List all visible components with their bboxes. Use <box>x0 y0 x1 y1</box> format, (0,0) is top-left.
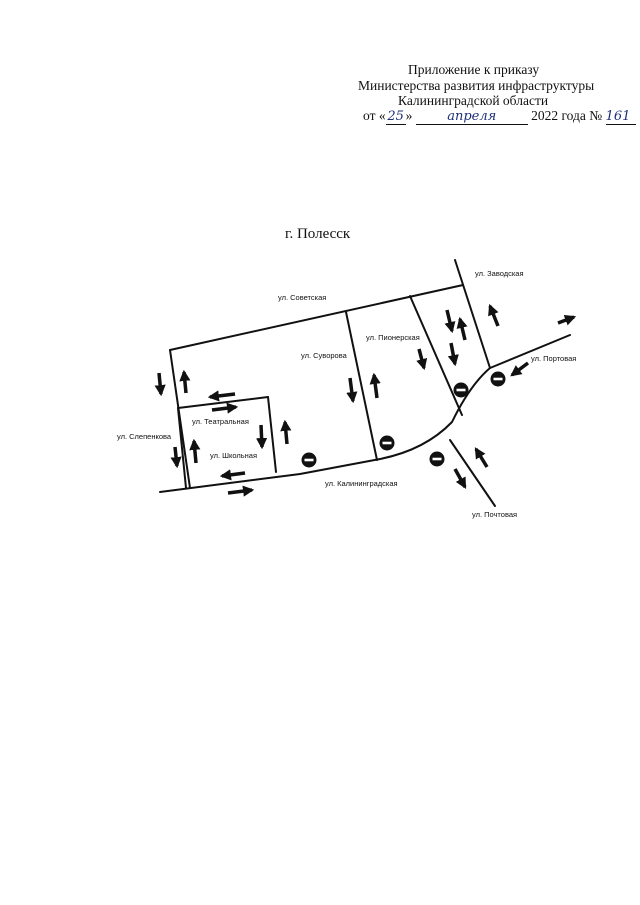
arrow <box>453 468 467 489</box>
date-year: 2022 года № <box>531 108 603 123</box>
arrow <box>179 369 191 394</box>
order-number: 161 <box>605 109 636 125</box>
arrow <box>170 446 182 469</box>
arrow <box>474 447 489 468</box>
no-entry-sign <box>453 382 469 398</box>
header-line-2: Министерства развития инфраструктуры <box>358 78 595 93</box>
road-teatralnaya-right <box>267 396 277 473</box>
label-pionerskaya: ул. Пионерская <box>366 333 420 342</box>
arrow <box>207 390 236 402</box>
arrow <box>510 361 530 377</box>
arrow <box>346 377 358 404</box>
label-slepenkova: ул. Слепенкова <box>117 432 172 441</box>
label-teatralnaya: ул. Театральная <box>192 417 249 426</box>
road-kaliningradskaya <box>159 334 571 493</box>
header-line-1: Приложение к приказу <box>408 62 540 77</box>
no-entry-sign <box>429 451 445 467</box>
arrow <box>447 342 459 367</box>
arrow <box>280 419 292 445</box>
arrow <box>416 348 428 371</box>
label-zavodskaya: ул. Заводская <box>475 269 524 278</box>
no-entry-sign <box>301 452 317 468</box>
label-pochtovaya: ул. Почтовая <box>472 510 517 519</box>
label-sovetskaya: ул. Советская <box>278 293 326 302</box>
label-suvorova: ул. Суворова <box>301 351 348 360</box>
header-date-line: от «25» апреля 2022 года № 161 <box>363 108 636 125</box>
arrow <box>219 469 246 481</box>
arrow <box>154 372 166 397</box>
road-pochtovaya <box>449 439 496 507</box>
road-pionerskaya <box>409 295 463 416</box>
label-kaliningradskaya: ул. Калининградская <box>325 479 398 488</box>
label-portovaya: ул. Портовая <box>531 354 576 363</box>
arrow <box>444 309 456 334</box>
label-shkolnaya: ул. Школьная <box>210 451 257 460</box>
arrow <box>255 424 268 450</box>
city-title: г. Полесск <box>285 226 351 242</box>
road-teatralnaya-left <box>177 407 187 489</box>
arrow <box>227 485 255 497</box>
header-line-3: Калининградской области <box>398 93 549 108</box>
date-prefix: от « <box>363 108 386 123</box>
arrow <box>456 316 468 341</box>
road-zavodskaya <box>454 259 491 369</box>
road-suvorova <box>345 311 378 461</box>
road-teatralnaya-upper <box>177 396 269 409</box>
date-day: 25 <box>385 109 406 125</box>
arrow <box>488 303 500 327</box>
no-entry-sign <box>379 435 395 451</box>
road-sovetskaya <box>169 284 464 351</box>
arrow <box>369 372 381 399</box>
date-mid: » <box>405 108 413 123</box>
no-entry-sign <box>490 371 506 387</box>
arrow <box>189 438 201 464</box>
arrow <box>211 402 239 414</box>
date-month: апреля <box>415 109 528 125</box>
arrow <box>557 314 577 326</box>
